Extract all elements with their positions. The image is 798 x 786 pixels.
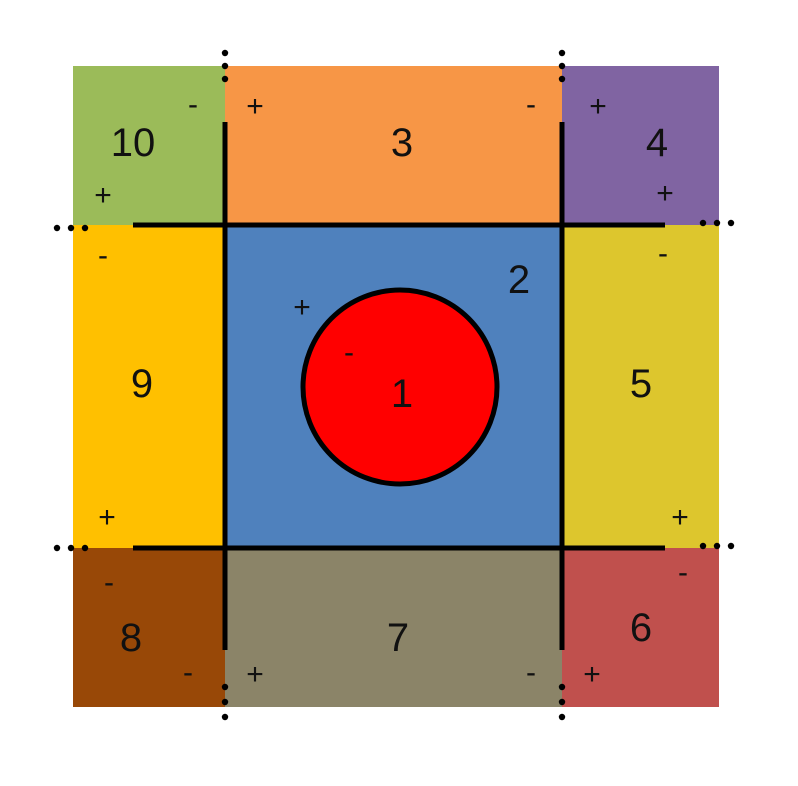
minus-sign: - [183, 656, 193, 689]
region-5-label: 5 [630, 362, 652, 406]
plus-sign: + [671, 501, 689, 534]
plus-sign: + [656, 177, 674, 210]
minus-sign: - [344, 336, 354, 369]
region-1-label: 1 [391, 372, 413, 416]
plus-sign: + [94, 179, 112, 212]
minus-sign: - [98, 239, 108, 272]
region-9-label: 9 [131, 362, 153, 406]
region-6 [562, 548, 719, 707]
region-9 [73, 225, 225, 548]
region-10-label: 10 [111, 121, 156, 165]
minus-sign: - [678, 556, 688, 589]
region-4 [562, 66, 719, 225]
region-5 [562, 225, 719, 548]
minus-sign: - [658, 237, 668, 270]
region-8 [73, 548, 225, 707]
minus-sign: - [104, 566, 114, 599]
region-7-label: 7 [387, 616, 409, 660]
continuation-dots [53, 49, 735, 721]
plus-sign: + [246, 658, 264, 691]
region-8-label: 8 [120, 616, 142, 660]
plus-sign: + [293, 291, 311, 324]
plus-sign: + [583, 658, 601, 691]
region-3 [225, 66, 562, 225]
plus-sign: + [246, 90, 264, 123]
plus-sign: + [589, 90, 607, 123]
region-3-label: 3 [391, 121, 413, 165]
boundary-lines [133, 122, 665, 650]
orientation-signs: - + - + + + - - + - + + - - - + - + [94, 88, 689, 691]
region-10 [73, 66, 225, 225]
minus-sign: - [526, 656, 536, 689]
region-4-label: 4 [646, 121, 668, 165]
minus-sign: - [188, 88, 198, 121]
region-1 [300, 287, 500, 487]
region-6-label: 6 [630, 606, 652, 650]
region-7 [225, 548, 562, 707]
region-2-label: 2 [508, 258, 530, 302]
minus-sign: - [526, 88, 536, 121]
plus-sign: + [98, 501, 116, 534]
